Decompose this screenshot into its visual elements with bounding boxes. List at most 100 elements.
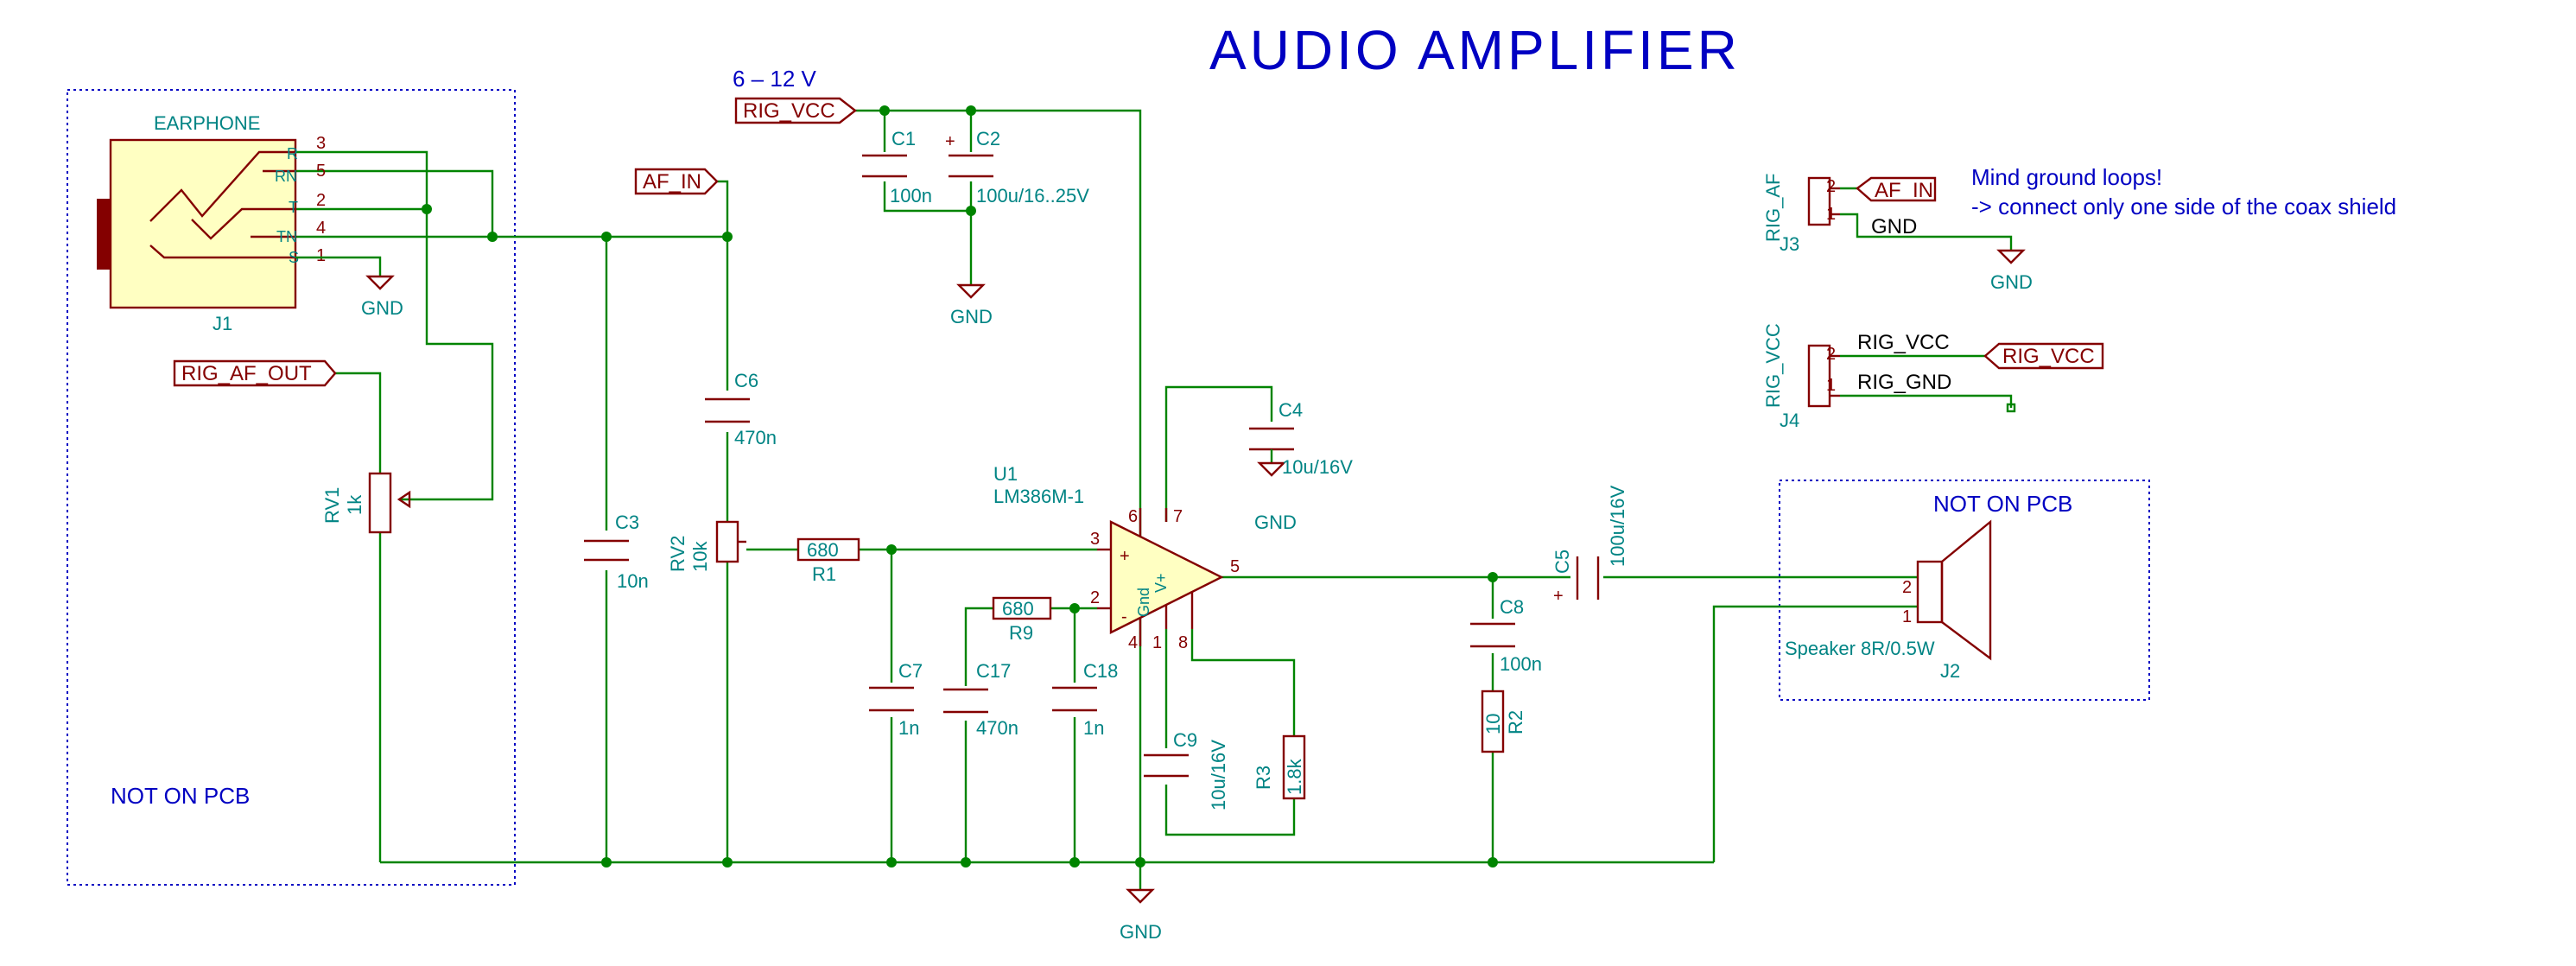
rv2-value: 10k	[689, 541, 711, 572]
c9-ref: C9	[1173, 729, 1197, 751]
u1-gnd-label: Gnd	[1135, 588, 1152, 617]
potentiometer-rv2: RV2 10k	[667, 520, 746, 572]
j1-pin-num: 4	[316, 219, 326, 238]
capacitor-c9: C9 10u/16V	[1144, 729, 1229, 810]
connector-j4: 2 1 RIG_VCC J4	[1762, 323, 1840, 431]
j3-value: RIG_AF	[1762, 174, 1784, 242]
j2-pin-1: 1	[1902, 607, 1912, 626]
u1-ref: U1	[993, 463, 1018, 485]
page-title: AUDIO AMPLIFIER	[1209, 19, 1741, 81]
c4-value: 10u/16V	[1282, 456, 1353, 478]
c5-polarity: +	[1553, 587, 1564, 606]
ground-loop-note-1: Mind ground loops!	[1971, 164, 2162, 190]
net-label-text: RIG_VCC	[2002, 345, 2095, 368]
capacitor-c6: C6 470n	[705, 370, 777, 448]
u1-pin-8: 8	[1178, 633, 1188, 652]
rig-gnd-wire-label: RIG_GND	[1857, 371, 1951, 394]
net-label-text: AF_IN	[1875, 179, 1933, 202]
c18-ref: C18	[1083, 660, 1118, 682]
net-label-rig-af-out: RIG_AF_OUT	[173, 359, 337, 387]
j1-pin-num: 1	[316, 246, 326, 265]
junctions	[422, 105, 1498, 867]
potentiometer-rv1: RV1 1k	[321, 472, 411, 534]
j1-pin-rn: RN	[275, 168, 297, 185]
c7-value: 1n	[898, 717, 919, 739]
not-on-pcb-box-left	[67, 89, 516, 886]
speaker-j2: 2 1 Speaker 8R/0.5W J2	[1785, 519, 1992, 682]
j1-pin-num: 2	[316, 191, 326, 210]
c2-ref: C2	[976, 128, 1000, 149]
net-label-rig-vcc-j4: RIG_VCC	[1983, 342, 2104, 370]
opamp-u1: + - Gnd V+ 3 2 5 6 7 4 1 8 U1 LM386M-1	[993, 463, 1240, 652]
gnd-symbol-j1: GND	[295, 256, 403, 319]
u1-pin-7: 7	[1173, 507, 1183, 526]
j1-pin-t: T	[289, 199, 298, 216]
c3-ref: C3	[615, 512, 639, 533]
net-label-text: AF_IN	[643, 170, 701, 194]
u1-pin-4: 4	[1128, 633, 1138, 652]
c8-value: 100n	[1500, 653, 1542, 675]
c7-ref: C7	[898, 660, 923, 682]
r3-value: 1.8k	[1284, 758, 1305, 795]
c5-ref: C5	[1551, 550, 1573, 574]
capacitor-c8: C8 100n	[1470, 596, 1542, 675]
not-on-pcb-box-right	[1779, 480, 2150, 701]
capacitor-c18: C18 1n	[1052, 660, 1118, 739]
j1-pin-r: R	[287, 145, 298, 162]
u1-pin-1: 1	[1152, 633, 1162, 652]
net-label-af-in: AF_IN	[634, 168, 719, 195]
gnd-label: GND	[1990, 271, 2033, 293]
resistor-r2: 10 R2	[1481, 690, 1526, 753]
r1-ref: R1	[812, 563, 836, 585]
j3-ref: J3	[1780, 233, 1799, 255]
c2-polarity: +	[945, 132, 955, 151]
gnd-symbol-c2: GND	[950, 283, 993, 327]
r9-value: 680	[1002, 598, 1034, 620]
j1-pin-s: S	[289, 249, 299, 266]
net-label-af-in-j3: AF_IN	[1856, 176, 1937, 202]
u1-pin-5: 5	[1230, 557, 1240, 576]
c1-value: 100n	[890, 185, 932, 207]
connector-j3: 2 1 RIG_AF J3	[1762, 174, 1840, 255]
u1-pin-6: 6	[1128, 507, 1138, 526]
j3-pin-2: 2	[1826, 177, 1836, 196]
c9-value: 10u/16V	[1208, 740, 1229, 810]
gnd-symbol-j3: GND	[1990, 249, 2033, 293]
c6-value: 470n	[734, 427, 777, 448]
net-label-text: RIG_VCC	[743, 99, 835, 123]
j4-pin-1: 1	[1826, 376, 1836, 395]
c17-value: 470n	[976, 717, 1018, 739]
j2-pin-2: 2	[1902, 578, 1912, 597]
gnd-symbol-bottom: GND	[1120, 888, 1162, 943]
earphone-jack-j1: EARPHONE J1 R RN T TN S 3 5 2 4 1	[97, 112, 326, 334]
j4-value: RIG_VCC	[1762, 323, 1784, 408]
capacitor-c5: + C5 100u/16V	[1551, 485, 1628, 606]
u1-plus: +	[1120, 547, 1130, 566]
c2-value: 100u/16..25V	[976, 185, 1089, 207]
c4-ref: C4	[1278, 399, 1303, 421]
j1-pin-num: 5	[316, 162, 326, 181]
j1-pin-num: 3	[316, 134, 326, 153]
capacitor-c2: + C2 100u/16..25V	[945, 128, 1089, 207]
rv1-value: 1k	[344, 494, 365, 515]
resistor-r3: R3 1.8k	[1253, 734, 1306, 800]
gnd-wire-label: GND	[1871, 215, 1917, 238]
c1-ref: C1	[891, 128, 916, 149]
ground-loop-note-2: -> connect only one side of the coax shi…	[1971, 194, 2396, 219]
capacitor-c1: C1 100n	[862, 128, 932, 207]
rv2-ref: RV2	[667, 536, 688, 572]
u1-minus: -	[1121, 607, 1127, 626]
gnd-label: GND	[361, 297, 403, 319]
j2-ref: J2	[1940, 660, 1960, 682]
j4-ref: J4	[1780, 410, 1799, 431]
net-label-rig-vcc-top: RIG_VCC	[734, 97, 857, 124]
j4-pin-2: 2	[1826, 345, 1836, 364]
u1-value: LM386M-1	[993, 486, 1084, 507]
u1-vplus-label: V+	[1152, 573, 1170, 593]
r3-ref: R3	[1253, 766, 1274, 790]
c3-value: 10n	[617, 570, 649, 592]
j3-pin-1: 1	[1826, 205, 1836, 224]
j1-pin-tn: TN	[276, 228, 297, 245]
rv1-ref: RV1	[321, 487, 343, 524]
